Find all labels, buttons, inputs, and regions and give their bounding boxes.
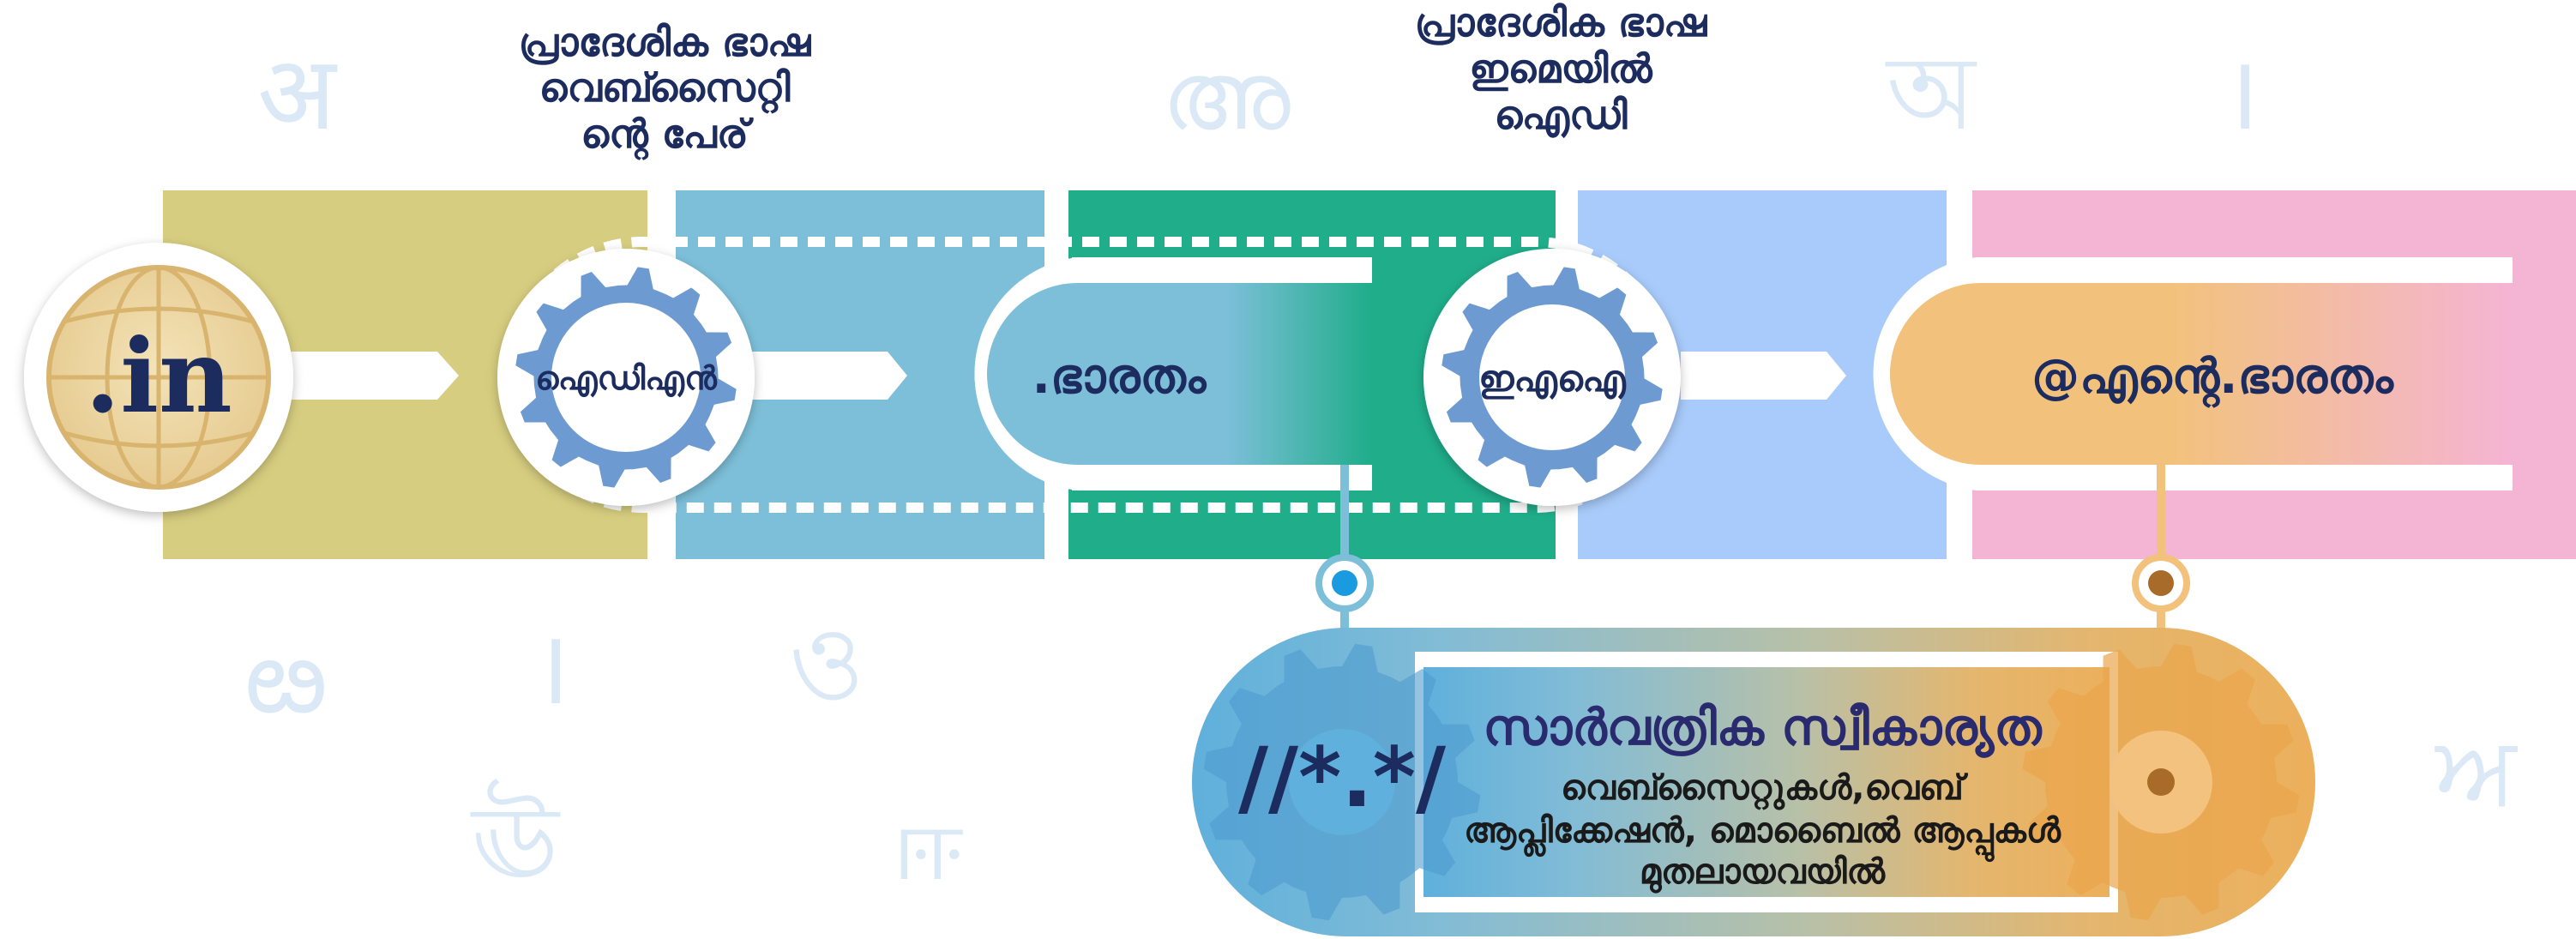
header-label-website-line3: ന്റെ പേര്: [581, 111, 754, 160]
arrow-2: [737, 352, 907, 400]
ua-panel: //*.*/ സാർവത്രിക സ്വീകാര്യത വെബ്സൈറ്റുകൾ…: [1192, 628, 2315, 936]
email-pill-label: @എന്റെ.ഭാരതം: [2031, 349, 2394, 409]
header-label-email-line2: ഇമെയിൽ: [1469, 45, 1652, 92]
email-pill: @എന്റെ.ഭാരതം: [1873, 257, 2513, 491]
ua-right-gear-icon: [2022, 643, 2300, 921]
bg-glyph: ।: [532, 609, 570, 728]
header-label-email-line3: ഐഡി: [1494, 92, 1628, 139]
ua-line-1: വെബ്സൈറ്റുകൾ,വെബ്: [1561, 768, 1968, 811]
gear-eai-label: ഇഎഐ: [1478, 358, 1627, 400]
ua-title: സാർവത്രിക സ്വീകാര്യത: [1483, 698, 2043, 758]
background-glyphs: अ অ । ఴ । ও ঊ ஈ ਅ അ: [244, 34, 2518, 904]
bg-glyph: ஈ: [892, 785, 965, 904]
domain-pill-label: .ഭാരതം: [1032, 349, 1207, 405]
globe-icon: .in: [24, 243, 293, 512]
bg-glyph: അ: [1162, 41, 1291, 151]
header-label-email: പ്രാദേശിക ഭാഷ ഇമെയിൽ ഐഡി: [1415, 0, 1708, 139]
connectors: [1315, 465, 2190, 652]
globe-label: .in: [85, 316, 232, 436]
ua-left-gear-icon: //*.*/: [1203, 643, 1481, 921]
bg-glyph: ਅ: [2435, 714, 2518, 824]
bg-glyph: अ: [257, 34, 338, 153]
arrow-3: [1681, 352, 1846, 400]
header-label-website-line2: വെബ്സൈറ്റി: [539, 64, 791, 114]
ua-line-3: മുതലായവയിൽ: [1640, 852, 1887, 894]
header-label-website: പ്രാദേശിക ഭാഷ വെബ്സൈറ്റി ന്റെ പേര്: [519, 19, 812, 160]
bg-glyph: ।: [2221, 34, 2260, 153]
bg-glyph: ఴ: [244, 617, 328, 737]
arrow-1: [283, 352, 459, 400]
ua-symbol: //*.*/: [1238, 730, 1447, 826]
bg-glyph: অ: [1885, 34, 1977, 153]
bg-glyph: ও: [789, 605, 864, 724]
header-label-email-line1: പ്രാദേശിക ഭാഷ: [1415, 0, 1708, 45]
bg-glyph: ঊ: [470, 779, 561, 904]
gear-eai-icon: ഇഎഐ: [1423, 249, 1681, 506]
arrows: [283, 352, 1846, 400]
header-label-website-line1: പ്രാദേശിക ഭാഷ: [519, 19, 812, 65]
gear-idn-icon: ഐഡിഎൻ: [497, 249, 755, 506]
gear-idn-label: ഐഡിഎൻ: [535, 359, 718, 397]
domain-pill: .ഭാരതം: [974, 257, 1372, 491]
